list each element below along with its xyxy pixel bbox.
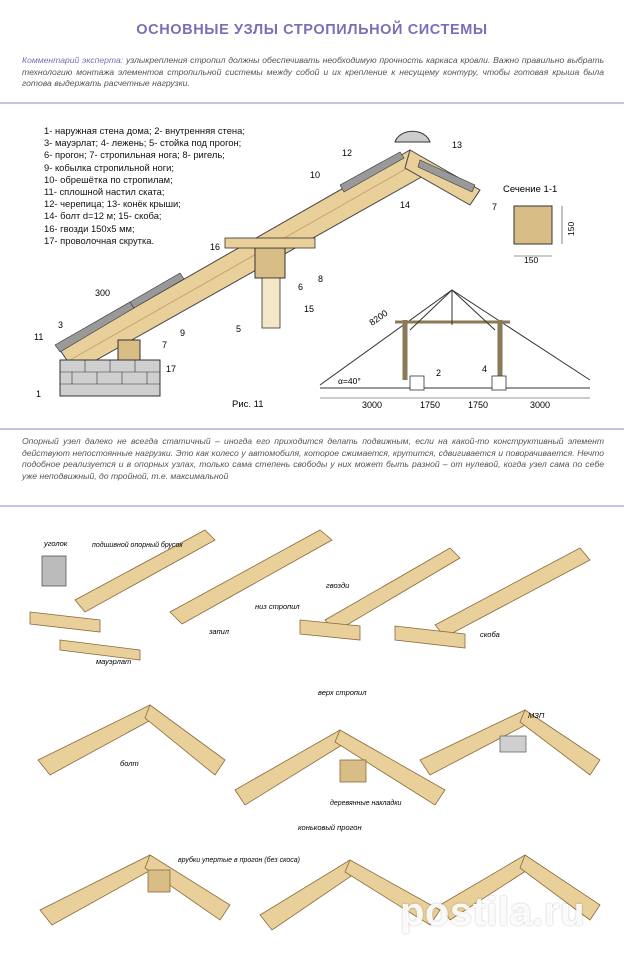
dim-300: 300 [95,288,110,298]
divider-lower [0,505,624,507]
label-ridge-purlin: коньковый прогон [298,823,362,832]
label-mzp: МЗП [528,711,545,720]
callout-6: 6 [298,282,303,292]
legend-item: 10- обрешётка по стропилам; [44,173,173,185]
node-row-3 [39,854,601,931]
truss-diagram [319,289,591,389]
expert-comment: Комментарий эксперта: узлыкрепления стро… [22,55,604,90]
callout-5: 5 [236,324,241,334]
legend-item: 3- мауэрлат; 4- лежень; 5- стойка под пр… [44,137,242,149]
bottom-dim-4: 3000 [530,400,550,410]
legend-item: 9- кобылка стропильной ноги; [44,161,175,173]
callout-7: 7 [162,340,167,350]
callout-4: 4 [482,364,487,374]
label-corner: уголок [43,539,68,548]
callout-1: 1 [36,389,41,399]
section-square [513,205,553,245]
legend-item: 11- сплошной настил ската; [44,186,165,198]
rafter-system-drawing: Сечение 1-1 150 150 7 300 8200 α=40° 300… [34,130,591,410]
node-row-1 [29,529,591,661]
label-notch: запил [208,627,230,636]
watermark-logo: postila.ru [400,890,586,934]
legend-item: 17- проволочная скрутка. [44,234,155,246]
callout-2: 2 [436,368,441,378]
label-staple: скоба [480,630,500,639]
legend-item: 14- болт d=12 м; 15- скоба; [44,210,162,222]
ridge-cap [394,130,431,143]
callout-13: 13 [452,140,462,150]
main-rafter [59,149,426,373]
callout-8: 8 [318,274,323,284]
section-dim-w: 150 [524,255,538,265]
legend-list: 1- наружная стена дома; 2- внутренняя ст… [44,125,245,247]
callout-10: 10 [310,170,320,180]
purlin-block [254,247,286,279]
bottom-dim-1: 3000 [362,400,382,410]
support-block-4 [491,375,507,391]
callout-9: 9 [180,328,185,338]
callout-15: 15 [304,304,314,314]
figure-caption: Рис. 11 [232,399,264,410]
label-notches-purlin: врубки упертые в прогон (без скоса) [178,856,300,864]
support-node-description: Опорный узел далеко не всегда статичный … [22,436,604,481]
label-rafter-bottom: низ стропил [255,602,300,611]
node-row-2 [37,704,601,806]
label-nails: гвозди [326,581,350,590]
page-title: ОСНОВНЫЕ УЗЛЫ СТРОПИЛЬНОЙ СИСТЕМЫ [136,22,488,38]
bottom-dim-2: 1750 [420,400,440,410]
label-mauerlat: мауэрлат [96,657,131,666]
section-num: 7 [492,202,497,212]
expert-text: узлыкрепления стропил должны обеспечиват… [22,55,604,88]
mzp-plate-icon [499,735,527,753]
callout-11: 11 [34,332,43,342]
legend-item: 1- наружная стена дома; 2- внутренняя ст… [44,125,245,136]
divider-mid [0,428,624,430]
divider-top [0,102,624,104]
corner-bracket-icon [41,555,67,587]
callout-16: 16 [210,242,220,252]
angle-label: α=40° [338,376,361,386]
legend-item: 6- прогон; 7- стропильная нога; 8- ригел… [44,149,225,161]
section-label: Сечение 1-1 [503,184,557,195]
callout-12: 12 [342,148,352,158]
callout-17: 17 [166,364,176,374]
legend-item: 16- гвозди 150х5 мм; [44,222,135,234]
label-support-bar: подшивной опорный брусок [92,541,183,549]
nodes-illustration: уголок подшивной опорный брусок низ стро… [29,529,601,931]
label-wood-plates: деревянные накладки [330,799,402,807]
purlin-beam [224,237,316,249]
support-block-2 [409,375,425,391]
callout-14: 14 [400,200,410,210]
legend-item: 12- черепица; 13- конёк крыши; [44,198,181,210]
expert-label: Комментарий эксперта: [22,55,124,65]
ridge-purlin-block [339,759,367,783]
roof-tiles [54,151,476,353]
label-rafter-top: верх стропил [318,688,367,697]
dim-8200: 8200 [367,308,389,328]
post [261,277,281,329]
brick-wall [59,359,161,397]
callout-3: 3 [58,320,63,330]
purlin-block-left [147,869,171,893]
bottom-dim-3: 1750 [468,400,488,410]
label-bolt: болт [120,759,139,768]
mauerlat-block [117,339,141,361]
section-dim-h: 150 [566,222,576,236]
